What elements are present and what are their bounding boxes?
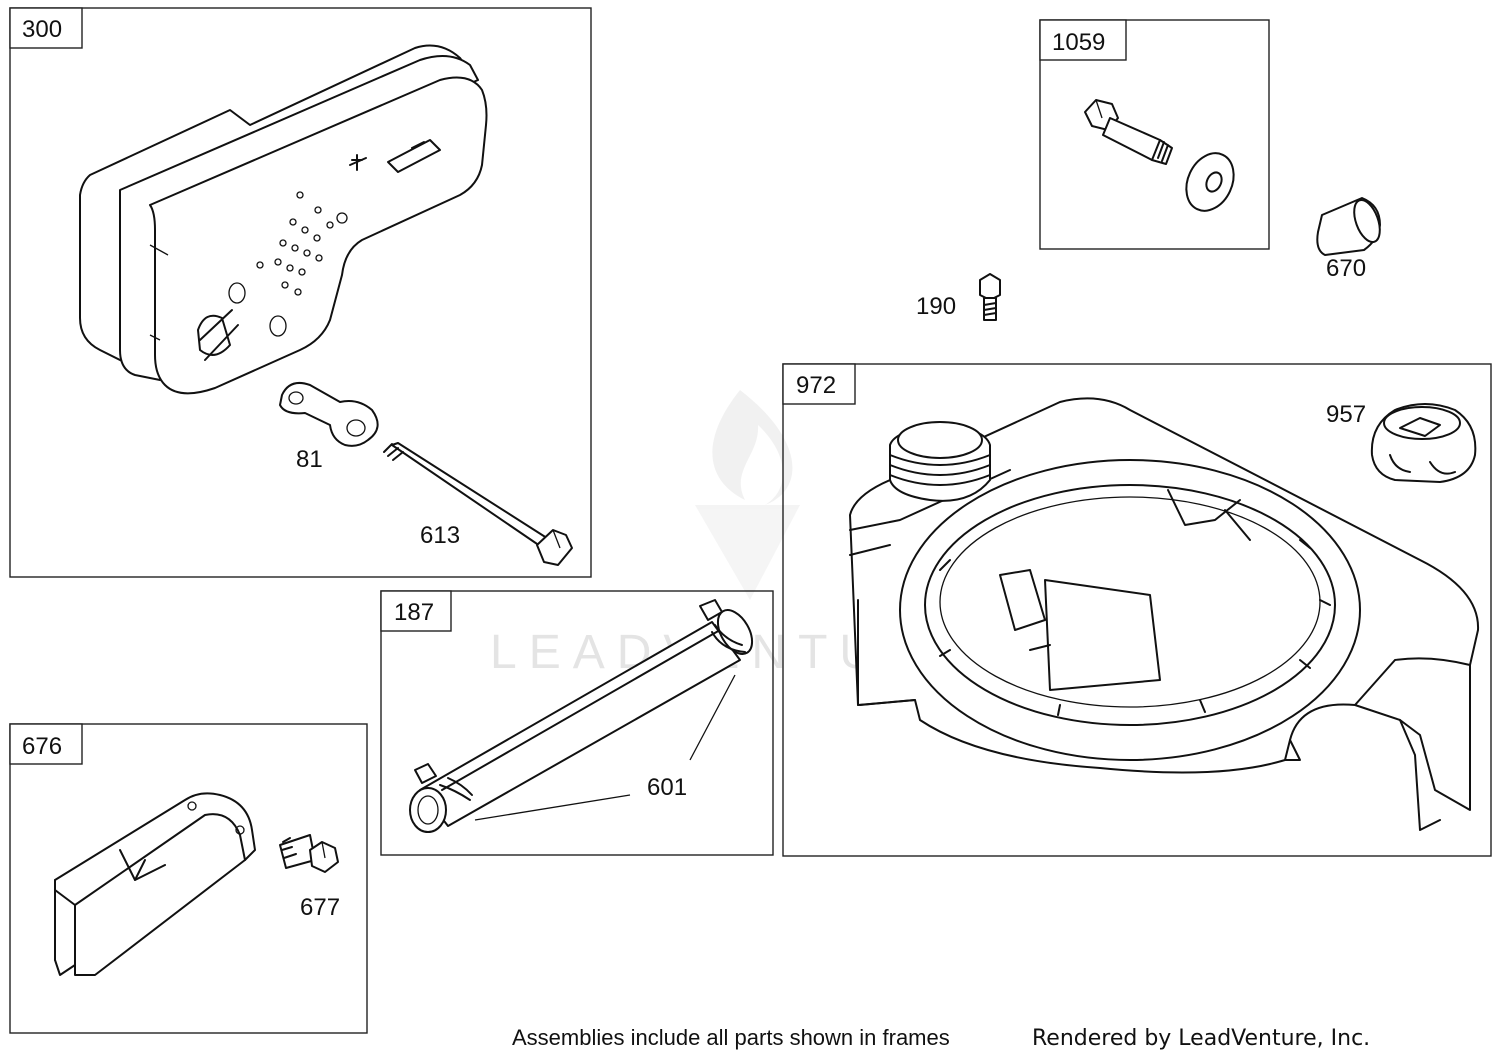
frame-label-972[interactable]: 972	[796, 372, 836, 399]
frame-300: 300 81	[9, 7, 592, 578]
screw-190-part[interactable]	[979, 273, 1001, 321]
leader-601	[474, 674, 736, 821]
footer-note: Assemblies include all parts shown in fr…	[512, 1025, 950, 1050]
spacer-670-part[interactable]	[1316, 197, 1385, 256]
fuel-cap-957-part[interactable]	[1370, 403, 1477, 483]
screw-677-part[interactable]	[279, 834, 339, 873]
callout-81[interactable]: 81	[296, 446, 323, 473]
frame-1059: 1059	[1039, 19, 1270, 250]
callout-190[interactable]: 190	[916, 293, 956, 320]
frame-187: 187 601	[380, 590, 774, 856]
callout-957[interactable]: 957	[1326, 401, 1366, 428]
frame-676: 676 677	[9, 723, 368, 1034]
callout-613[interactable]: 613	[420, 522, 460, 549]
frame-972: 972 957	[782, 363, 1492, 857]
watermark-logo-icon	[695, 390, 800, 600]
washer-part[interactable]	[1177, 146, 1242, 219]
bolt-613-part[interactable]	[383, 442, 573, 566]
gasket-81-part[interactable]	[279, 382, 379, 447]
callout-677[interactable]: 677	[300, 894, 340, 921]
frame-label-676[interactable]: 676	[22, 733, 62, 760]
frame-label-300[interactable]: 300	[22, 16, 62, 43]
fuel-line-part[interactable]	[409, 599, 759, 833]
muffler-part[interactable]	[79, 44, 488, 395]
frame-label-187[interactable]: 187	[394, 599, 434, 626]
fuel-tank-part[interactable]	[849, 397, 1480, 831]
footer-credit: Rendered by LeadVenture, Inc.	[1032, 1026, 1370, 1051]
shoulder-bolt-part[interactable]	[1084, 99, 1173, 165]
guard-676-part[interactable]	[54, 792, 256, 976]
callout-601[interactable]: 601	[647, 774, 687, 801]
callout-670[interactable]: 670	[1326, 255, 1366, 282]
frame-label-1059[interactable]: 1059	[1052, 29, 1105, 56]
